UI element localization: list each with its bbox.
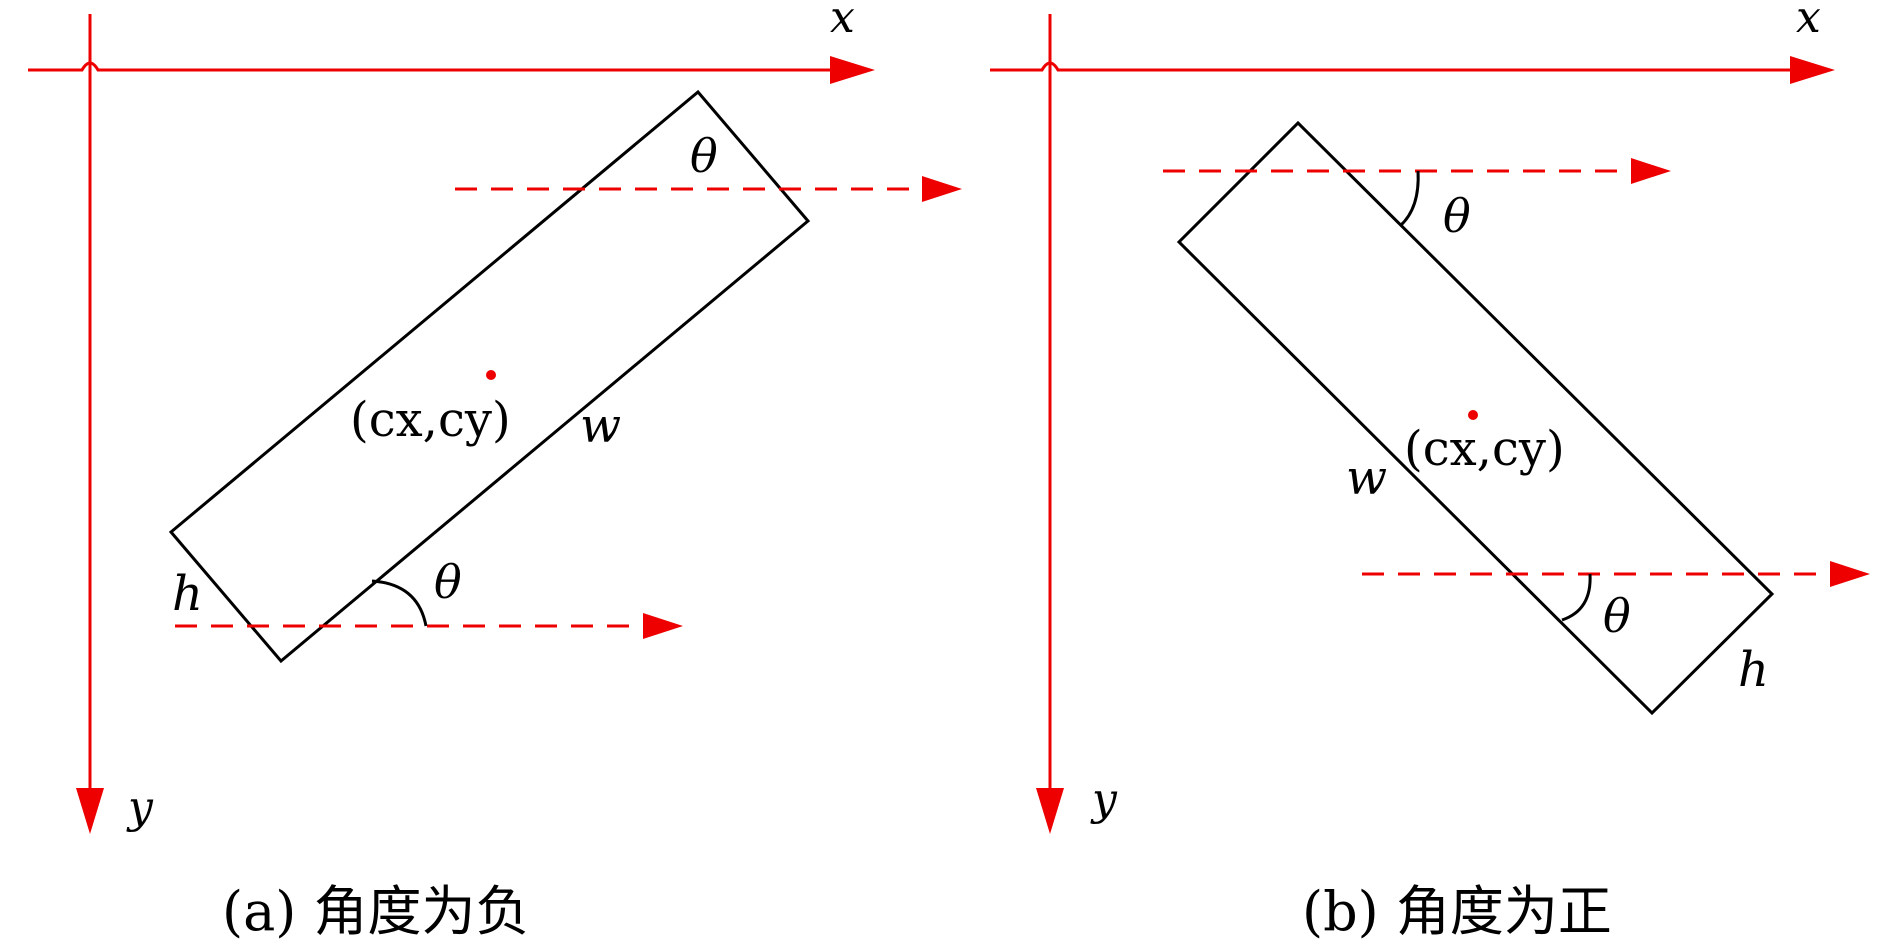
panel-b-reference-arrowhead-top <box>1631 158 1671 184</box>
panel-a-x-axis-label: x <box>830 0 855 43</box>
panel-b-center-point <box>1468 410 1478 420</box>
panel-b-y-axis-label: y <box>1090 774 1118 825</box>
panel-b-angle-arc-top <box>1398 170 1420 228</box>
panel-b-rotated-box <box>1176 120 1775 716</box>
panel-a: x y θ θ (cx,cy) w h (a) 角度为负 <box>28 0 962 943</box>
panel-a-rotated-box <box>168 89 811 664</box>
panel-b-x-axis-label: x <box>1796 0 1821 43</box>
panel-a-y-axis-arrowhead <box>76 788 104 834</box>
panel-b-height-label: h <box>1738 642 1769 698</box>
panel-b-theta-label-bottom: θ <box>1603 589 1631 643</box>
panel-a-angle-arc <box>371 579 428 627</box>
panel-a-theta-label-bottom: θ <box>434 555 462 609</box>
panel-a-height-label: h <box>172 566 203 622</box>
panel-b-caption: (b) 角度为正 <box>1302 880 1612 943</box>
panel-a-reference-arrowhead-top <box>922 176 962 202</box>
panel-b-center-label: (cx,cy) <box>1404 421 1565 477</box>
panel-b-reference-arrowhead-bottom <box>1830 561 1870 587</box>
panel-b-x-axis-arrowhead <box>1790 56 1835 84</box>
panel-a-caption: (a) 角度为负 <box>222 880 530 943</box>
panel-b-y-axis-arrowhead <box>1036 788 1064 834</box>
panel-a-x-axis <box>28 61 840 72</box>
panel-a-width-label: w <box>580 398 621 454</box>
panel-a-x-axis-arrowhead <box>830 56 875 84</box>
panel-a-reference-arrowhead-bottom <box>643 613 683 639</box>
panel-b-theta-label-top: θ <box>1443 189 1471 243</box>
panel-a-center-point <box>486 370 496 380</box>
panel-a-y-axis-label: y <box>126 782 154 833</box>
panel-a-center-label: (cx,cy) <box>350 392 511 448</box>
panel-a-theta-label-top: θ <box>690 129 718 183</box>
panel-b-angle-arc-bottom <box>1561 573 1592 622</box>
panel-b: x y θ θ (cx,cy) w h (b) 角度为正 <box>990 0 1870 943</box>
panel-b-width-label: w <box>1346 450 1387 506</box>
panel-b-x-axis <box>990 61 1800 72</box>
